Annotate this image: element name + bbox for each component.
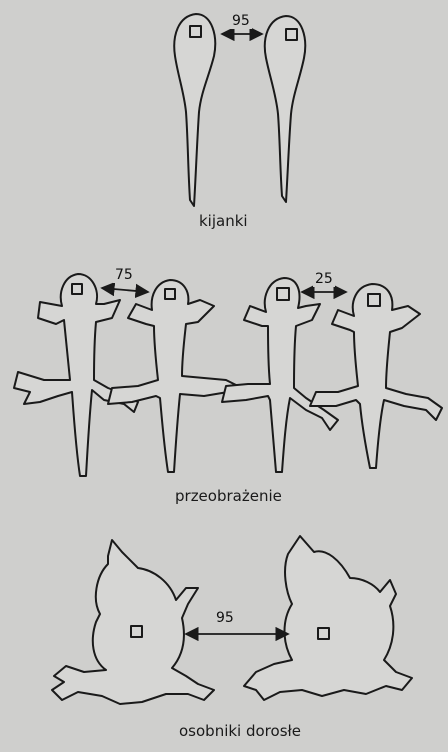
- adult-distance-value: 95: [214, 610, 236, 626]
- metamorph-4: [310, 284, 442, 468]
- metamorph-right-distance-value: 25: [313, 271, 335, 287]
- metamorph-3: [222, 278, 338, 472]
- metamorph-2: [108, 280, 242, 472]
- metamorph-left-distance-value: 75: [113, 267, 135, 283]
- tadpole-left: [174, 14, 215, 206]
- metamorph-left-distance-arrow: [102, 288, 148, 292]
- tadpole-distance-value: 95: [230, 13, 252, 29]
- adults-label: osobniki dorosłe: [176, 722, 304, 740]
- tadpoles-label: kijanki: [196, 212, 251, 230]
- metamorphosis-label: przeobrażenie: [172, 487, 285, 505]
- adult-frog-right: [244, 536, 412, 700]
- tadpole-right: [265, 16, 305, 202]
- metamorph-1: [14, 274, 138, 476]
- adult-frog-left: [52, 540, 214, 704]
